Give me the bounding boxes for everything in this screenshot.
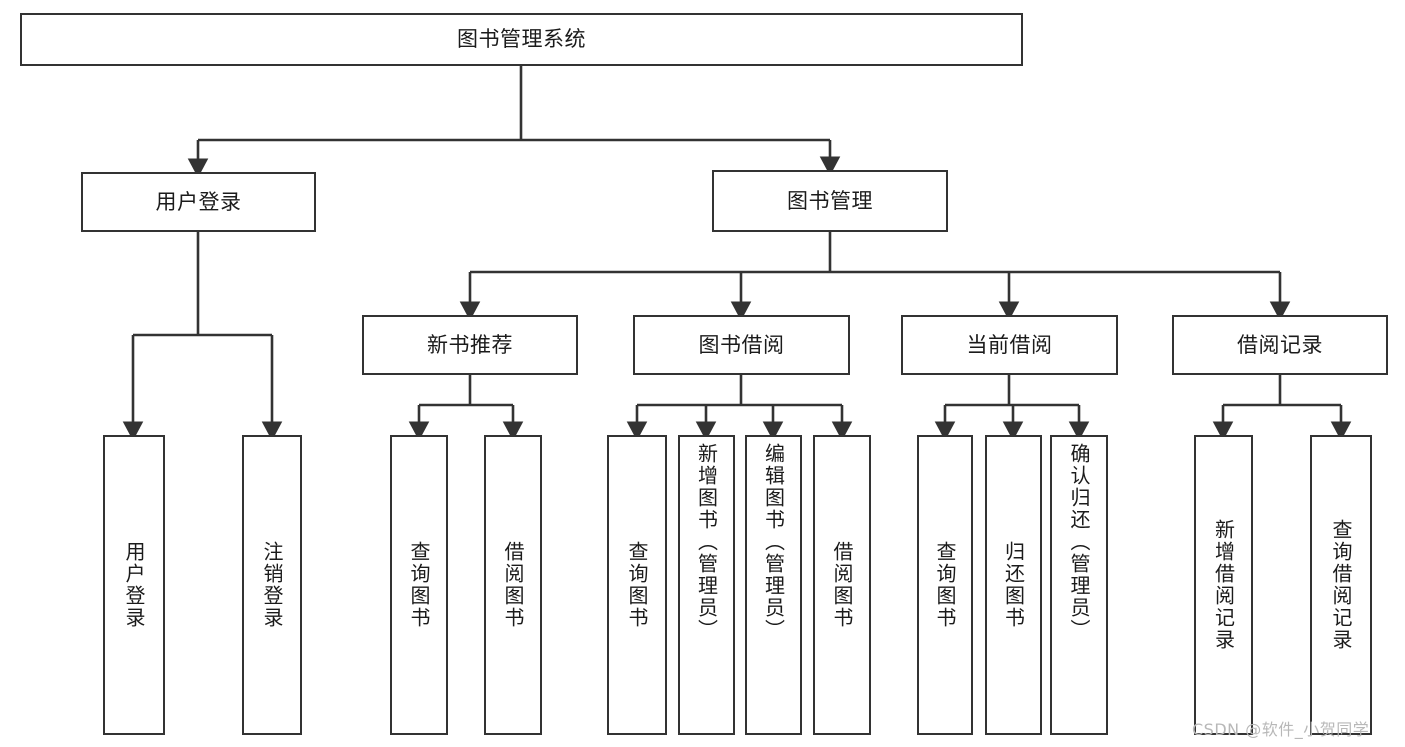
node-leaf-add-book-label: 新增图书（管理员） (694, 443, 719, 641)
node-leaf-return-book[interactable]: 归还图书 (985, 435, 1042, 735)
node-leaf-query-book-3[interactable]: 查询图书 (917, 435, 973, 735)
node-leaf-borrow-book-2-label: 借阅图书 (830, 541, 854, 629)
node-leaf-confirm-return[interactable]: 确认归还（管理员） (1050, 435, 1108, 735)
node-leaf-borrow-book-1[interactable]: 借阅图书 (484, 435, 542, 735)
node-leaf-query-record-label: 查询借阅记录 (1329, 519, 1353, 651)
node-book-manage-label: 图书管理 (787, 188, 873, 213)
node-leaf-borrow-book-1-label: 借阅图书 (501, 541, 525, 629)
node-leaf-query-book-1[interactable]: 查询图书 (390, 435, 448, 735)
node-borrow-record[interactable]: 借阅记录 (1172, 315, 1388, 375)
node-new-book-recommend-label: 新书推荐 (427, 332, 513, 357)
node-current-borrow[interactable]: 当前借阅 (901, 315, 1118, 375)
node-leaf-return-book-label: 归还图书 (1001, 541, 1026, 629)
node-book-manage[interactable]: 图书管理 (712, 170, 948, 232)
node-leaf-add-record-label: 新增借阅记录 (1211, 519, 1236, 651)
node-book-borrow-label: 图书借阅 (698, 332, 785, 357)
node-leaf-add-book[interactable]: 新增图书（管理员） (678, 435, 735, 735)
node-new-book-recommend[interactable]: 新书推荐 (362, 315, 578, 375)
node-borrow-record-label: 借阅记录 (1237, 332, 1323, 357)
node-root[interactable]: 图书管理系统 (20, 13, 1023, 66)
node-root-label: 图书管理系统 (457, 27, 586, 52)
node-leaf-borrow-book-2[interactable]: 借阅图书 (813, 435, 871, 735)
node-leaf-query-book-2-label: 查询图书 (625, 541, 649, 629)
node-leaf-add-record[interactable]: 新增借阅记录 (1194, 435, 1253, 735)
node-leaf-user-logout-label: 注销登录 (260, 541, 284, 629)
node-leaf-query-record[interactable]: 查询借阅记录 (1310, 435, 1372, 735)
node-leaf-query-book-1-label: 查询图书 (407, 541, 431, 629)
node-leaf-confirm-return-label: 确认归还（管理员） (1067, 443, 1091, 641)
node-leaf-user-login[interactable]: 用户登录 (103, 435, 165, 735)
node-user-login-label: 用户登录 (155, 189, 242, 214)
node-current-borrow-label: 当前借阅 (966, 332, 1053, 357)
node-leaf-user-login-label: 用户登录 (122, 541, 146, 629)
node-leaf-edit-book[interactable]: 编辑图书（管理员） (745, 435, 802, 735)
node-leaf-edit-book-label: 编辑图书（管理员） (761, 443, 786, 641)
node-leaf-user-logout[interactable]: 注销登录 (242, 435, 302, 735)
node-user-login[interactable]: 用户登录 (81, 172, 316, 232)
csdn-watermark: CSDN @软件_小贺同学 (1192, 720, 1370, 739)
node-leaf-query-book-2[interactable]: 查询图书 (607, 435, 667, 735)
node-book-borrow[interactable]: 图书借阅 (633, 315, 850, 375)
node-leaf-query-book-3-label: 查询图书 (933, 541, 957, 629)
